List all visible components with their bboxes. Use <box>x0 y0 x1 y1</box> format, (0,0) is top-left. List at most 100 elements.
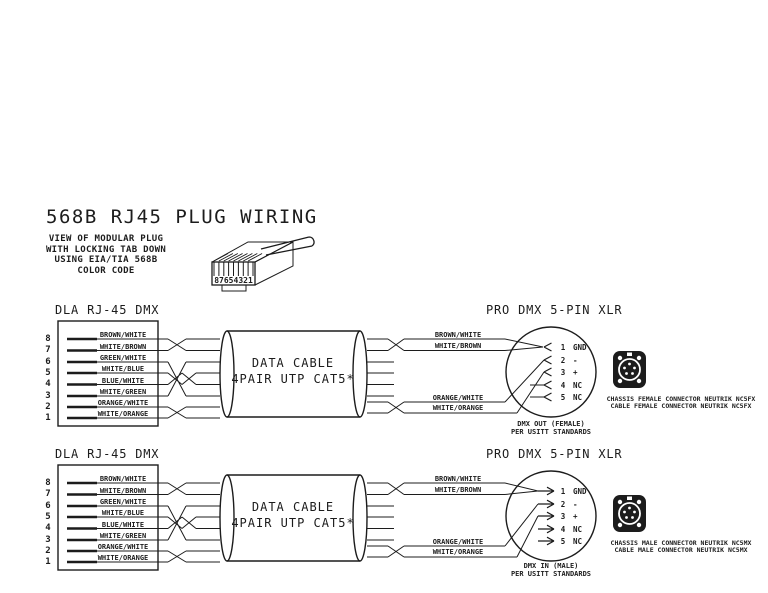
rj45-plug-drawing <box>211 236 315 292</box>
plug-locking-tab <box>221 285 247 292</box>
connector-note-line1: CHASSIS FEMALE CONNECTOR NEUTRIK NC5FX <box>606 395 756 403</box>
female-lead-wires <box>504 338 545 414</box>
connector-note-line2: CABLE MALE CONNECTOR NEUTRIK NC5MX <box>614 546 748 554</box>
xlr-female-pins <box>504 338 552 414</box>
subtitle-line: COLOR CODE <box>77 265 135 276</box>
rj45-pin-number: 6 <box>45 356 51 367</box>
xlr-pin-number: 2 <box>560 500 566 509</box>
xlr-pin-number: 2 <box>560 356 566 365</box>
xlr-caption-line2: PER USITT STANDARDS <box>510 570 592 578</box>
xlr-pin-function: + <box>573 368 578 377</box>
wire-label: WHITE/BROWN <box>99 342 147 351</box>
wire-label: BLUE/WHITE <box>101 520 145 529</box>
female-fork-symbols <box>543 342 552 402</box>
xlr-pin-function: - <box>573 356 578 365</box>
rj45-pin-number: 3 <box>45 390 51 401</box>
wire-label: WHITE/GREEN <box>99 388 147 396</box>
rj45-section-title: DLA RJ-45 DMX <box>55 447 160 461</box>
male-arrow-symbols <box>538 486 555 546</box>
xlr-pin-function: NC <box>573 537 583 546</box>
page-title: 568B RJ45 PLUG WIRING <box>46 206 318 228</box>
rj45-pin-number: 4 <box>45 379 51 389</box>
wire-lines-left <box>97 338 168 419</box>
rj45-pin-number: 3 <box>45 534 51 545</box>
plug-top-hatch <box>213 253 263 262</box>
xlr-pin-number: 1 <box>560 343 566 352</box>
rj45-pin-contacts <box>67 337 97 420</box>
xlr-pin-function: GND <box>573 487 587 496</box>
xlr-pin-function: NC <box>573 393 583 402</box>
plug-cable <box>260 236 315 256</box>
rj45-section-title: DLA RJ-45 DMX <box>55 303 160 317</box>
xlr-caption-line1: DMX IN (MALE) <box>523 562 579 570</box>
xlr-pin-function: + <box>573 512 578 521</box>
rj45-pin-number: 6 <box>45 500 51 511</box>
right-wire-label: BROWN/WHITE <box>434 331 482 339</box>
wire-label: GREEN/WHITE <box>99 498 147 506</box>
xlr-pin-function: - <box>573 500 578 509</box>
connector-note-line2: CABLE FEMALE CONNECTOR NEUTRIK NC5FX <box>610 402 752 410</box>
twisted-pairs-left <box>167 338 220 419</box>
right-wire-label: ORANGE/WHITE <box>432 394 484 402</box>
xlr-pin-number: 3 <box>560 368 566 377</box>
cable-label-line2: 4PAIR UTP CAT5* <box>231 516 355 530</box>
xlr-section-title: PRO DMX 5-PIN XLR <box>486 447 623 461</box>
rj45-pin-number: 5 <box>45 511 51 522</box>
rj45-pin-number: 7 <box>45 489 51 499</box>
xlr-pin-function: NC <box>573 381 583 390</box>
xlr-section-title: PRO DMX 5-PIN XLR <box>486 303 623 317</box>
cable-label-line1: DATA CABLE <box>251 500 335 514</box>
section-wiring-art <box>57 320 646 427</box>
right-wire-label: WHITE/ORANGE <box>432 548 484 556</box>
xlr-pin-number: 1 <box>560 487 566 496</box>
right-wire-label: WHITE/ORANGE <box>432 404 484 412</box>
rj45-pin-number: 8 <box>45 333 51 344</box>
male-lead-wires <box>504 482 539 558</box>
wire-label: WHITE/GREEN <box>99 532 147 540</box>
xlr-pin-function: GND <box>573 343 587 352</box>
right-wire-label: ORANGE/WHITE <box>432 538 484 546</box>
subtitle-line: USING EIA/TIA 568B <box>54 255 158 265</box>
subtitle-block: VIEW OF MODULAR PLUG WITH LOCKING TAB DO… <box>33 234 179 276</box>
xlr-caption-line1: DMX OUT (FEMALE) <box>517 420 585 428</box>
wire-label: BROWN/WHITE <box>99 475 147 483</box>
wire-label: WHITE/ORANGE <box>97 410 149 418</box>
cable-label-line1: DATA CABLE <box>251 356 335 370</box>
xlr-caption-line2: PER USITT STANDARDS <box>510 428 592 436</box>
rj45-pin-number: 1 <box>45 556 51 567</box>
wire-label: GREEN/WHITE <box>99 354 147 362</box>
xlr-pin-number: 3 <box>560 512 566 521</box>
rj45-pin-number: 4 <box>45 523 51 533</box>
right-wire-label: WHITE/BROWN <box>434 486 482 494</box>
rj45-pin-number: 2 <box>45 545 51 556</box>
wire-label: BLUE/WHITE <box>101 376 145 385</box>
wire-label: ORANGE/WHITE <box>97 399 149 407</box>
xlr-pin-number: 5 <box>560 537 566 546</box>
cable-label-line2: 4PAIR UTP CAT5* <box>231 372 355 386</box>
wire-label: WHITE/BLUE <box>101 509 145 517</box>
wire-label: WHITE/ORANGE <box>97 554 149 562</box>
wire-label: BROWN/WHITE <box>99 331 147 339</box>
xlr-panel-connector-icon <box>613 351 646 388</box>
plug-pin-digits: 87654321 <box>214 276 253 285</box>
wire-label: WHITE/BLUE <box>101 365 145 373</box>
wire-label: ORANGE/WHITE <box>97 543 149 551</box>
xlr-connector-circle <box>505 326 597 418</box>
rj45-pin-number: 8 <box>45 477 51 488</box>
xlr-pin-number: 4 <box>560 381 566 390</box>
plug-right-face <box>254 241 294 286</box>
xlr-male-pins <box>504 482 555 558</box>
rj45-pin-number: 5 <box>45 367 51 378</box>
rj45-pin-number: 1 <box>45 412 51 423</box>
xlr-pin-number: 5 <box>560 393 566 402</box>
plug-contact-slots <box>213 262 254 276</box>
subtitle-line: WITH LOCKING TAB DOWN <box>45 244 167 255</box>
xlr-pin-function: NC <box>573 525 583 534</box>
right-wire-label: WHITE/BROWN <box>434 342 482 350</box>
rj45-pin-number: 2 <box>45 401 51 412</box>
wire-label: WHITE/BROWN <box>99 486 147 495</box>
xlr-pin-number: 4 <box>560 525 566 534</box>
connector-note-line1: CHASSIS MALE CONNECTOR NEUTRIK NC5MX <box>610 539 752 547</box>
